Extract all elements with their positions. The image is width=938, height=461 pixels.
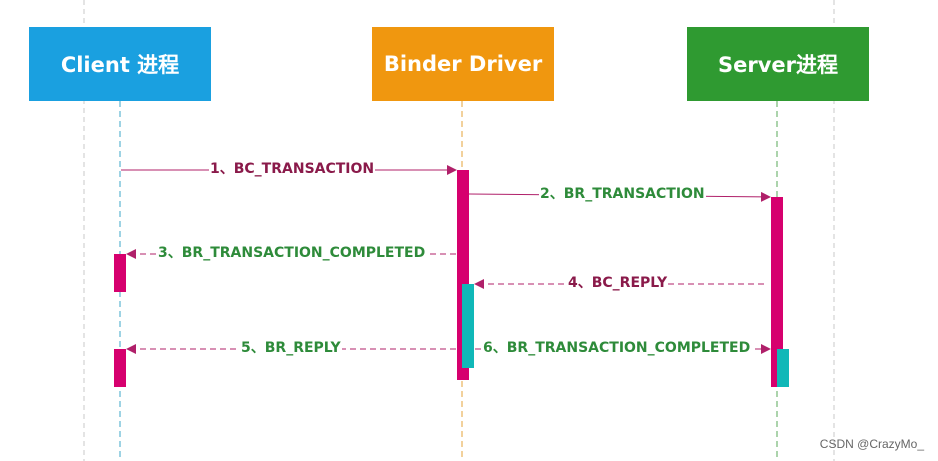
watermark: CSDN @CrazyMo_ — [819, 437, 924, 451]
activation-client-1 — [114, 254, 126, 292]
activation-server — [771, 197, 783, 387]
message-label-1: 1、BC_TRANSACTION — [209, 161, 376, 177]
activation-server-secondary — [777, 349, 789, 387]
activation-client-2 — [114, 349, 126, 387]
activation-binder-secondary — [462, 284, 474, 368]
message-label-2: 2、BR_TRANSACTION — [539, 186, 706, 202]
message-label-5: 5、BR_REPLY — [240, 340, 342, 356]
participant-client-label: Client 进程 — [60, 53, 180, 77]
participant-server-label: Server进程 — [717, 53, 838, 77]
participant-binder: Binder Driver — [372, 27, 554, 101]
message-label-4: 4、BC_REPLY — [567, 275, 669, 291]
message-label-6: 6、BR_TRANSACTION_COMPLETED — [482, 340, 752, 356]
participant-client: Client 进程 — [29, 27, 211, 101]
participant-binder-label: Binder Driver — [383, 52, 543, 76]
participant-server: Server进程 — [687, 27, 869, 101]
message-label-3: 3、BR_TRANSACTION_COMPLETED — [157, 245, 427, 261]
